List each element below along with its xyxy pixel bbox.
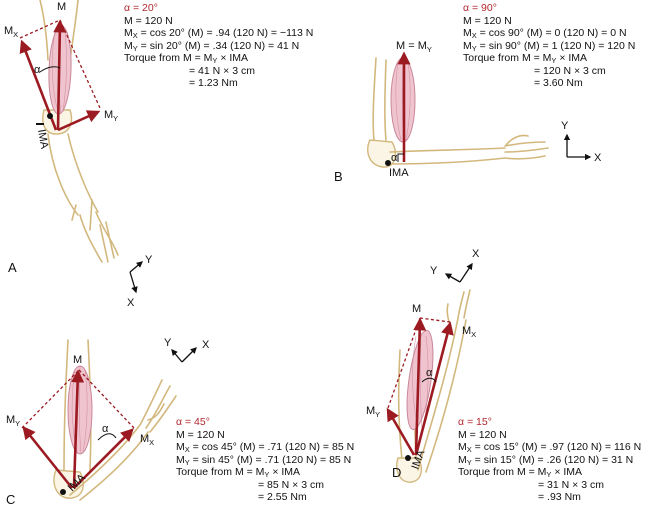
panel-a-equations: α = 20° M = 120 N MX = cos 20° (M) = .94… xyxy=(124,2,313,90)
panel-a-mx-label: MX xyxy=(4,25,18,39)
panel-b-torque-step1: = 120 N × 3 cm xyxy=(534,64,606,77)
panel-a-arm xyxy=(39,0,119,263)
panel-c-equations: α = 45° M = 120 N MX = cos 45° (M) = .71… xyxy=(176,416,354,504)
panel-a-torque-equation: Torque from M = MY × IMA xyxy=(124,52,249,65)
panel-a: M MX MY α IMA Y X A xyxy=(4,0,153,309)
panel-b-m-label: M = MY xyxy=(396,40,432,54)
panel-b-alpha-label: α xyxy=(391,152,398,164)
panel-d-axis-y: Y xyxy=(430,265,438,277)
panel-a-torque-step1: = 41 N × 3 cm xyxy=(189,64,255,77)
panel-c-axes: Y X xyxy=(164,337,210,363)
panel-d-letter: D xyxy=(392,465,401,480)
panel-d-torque-step1: = 31 N × 3 cm xyxy=(538,478,604,491)
panel-d-mx-vector xyxy=(414,321,454,456)
panel-b-mx-equation: MX = cos 90° (M) = 0 (120 N) = 0 N xyxy=(463,27,627,40)
panel-c-m-vector xyxy=(71,369,85,489)
panel-b-vectors xyxy=(385,51,411,166)
panel-b: M = MY α IMA Y X B xyxy=(334,40,602,184)
panel-c-mx-vector xyxy=(73,428,134,489)
panel-c-my-label: MY xyxy=(6,414,20,428)
panel-b-torque-step2: = 3.60 Nm xyxy=(534,77,583,89)
panel-d: M MY MX α IMA Y X D xyxy=(366,248,480,483)
panel-b-axes: Y X xyxy=(561,120,602,164)
panel-a-axis-y: Y xyxy=(145,254,153,266)
panel-d-axes: Y X xyxy=(430,248,480,283)
panel-c-my-equation: MY = sin 45° (M) = .71 (120 N) = 85 N xyxy=(176,453,352,467)
panel-d-equations: α = 15° M = 120 N MX = cos 15° (M) = .97… xyxy=(458,416,641,504)
panel-a-my-equation: MY = sin 20° (M) = .34 (120 N) = 41 N xyxy=(124,39,300,53)
panel-d-torque-step2: = .93 Nm xyxy=(538,491,581,503)
panel-d-my-label: MY xyxy=(366,405,380,419)
panel-c-my-vector xyxy=(22,425,74,489)
panel-a-m-vector xyxy=(53,19,67,131)
panel-d-m-value: M = 120 N xyxy=(458,428,507,441)
panel-b-torque-equation: Torque from M = MY × IMA xyxy=(463,52,588,65)
panel-d-mx-equation: MX = cos 15° (M) = .97 (120 N) = 116 N xyxy=(458,441,642,454)
panel-c-torque-step1: = 85 N × 3 cm xyxy=(258,478,324,491)
panel-c: M MY MX α IMA Y X C xyxy=(6,337,210,507)
panel-c-alpha-value: α = 45° xyxy=(176,416,210,428)
panel-d-m-vector xyxy=(413,317,427,456)
panel-c-alpha-label: α xyxy=(102,423,109,435)
panel-d-my-equation: MY = sin 15° (M) = .26 (120 N) = 31 N xyxy=(458,453,634,467)
panel-c-letter: C xyxy=(6,492,15,507)
panel-c-vectors xyxy=(21,369,135,495)
panel-d-axis-x: X xyxy=(472,248,480,260)
panel-b-equations: α = 90° M = 120 N MX = cos 90° (M) = 0 (… xyxy=(463,2,635,90)
panel-d-my-vector xyxy=(386,407,416,456)
panel-a-m-label: M xyxy=(57,1,66,13)
panel-d-vectors xyxy=(386,317,454,461)
panel-d-alpha-label: α xyxy=(426,367,433,379)
panel-a-alpha-label: α xyxy=(34,64,41,76)
panel-d-torque-equation: Torque from M = MY × IMA xyxy=(458,466,583,479)
panel-a-torque-step2: = 1.23 Nm xyxy=(189,77,238,89)
panel-d-alpha-value: α = 15° xyxy=(458,416,492,428)
panel-c-axis-y: Y xyxy=(164,337,172,349)
panel-a-my-vector xyxy=(57,110,101,132)
panel-b-axis-x: X xyxy=(594,152,602,164)
panel-a-my-label: MY xyxy=(104,109,118,123)
panel-b-axis-y: Y xyxy=(561,120,569,132)
panel-a-mx-equation: MX = cos 20° (M) = .94 (120 N) = −113 N xyxy=(124,27,314,40)
panel-b-alpha-value: α = 90° xyxy=(463,2,497,14)
panel-c-torque-equation: Torque from M = MY × IMA xyxy=(176,466,301,479)
panel-b-letter: B xyxy=(334,169,343,184)
panel-a-vectors xyxy=(19,19,101,132)
panel-c-m-value: M = 120 N xyxy=(176,428,225,441)
panel-d-muscle xyxy=(406,329,434,431)
panel-c-mx-equation: MX = cos 45° (M) = .71 (120 N) = 85 N xyxy=(176,441,355,454)
panel-d-mx-label: MX xyxy=(462,325,476,339)
panel-a-ima-label: IMA xyxy=(35,128,50,150)
panel-c-axis-x: X xyxy=(202,339,210,351)
panel-a-axis-x: X xyxy=(127,297,135,309)
panel-c-m-label: M xyxy=(73,354,82,366)
panel-a-axes: Y X xyxy=(127,254,153,309)
panel-a-m-value: M = 120 N xyxy=(124,14,173,27)
panel-c-torque-step2: = 2.55 Nm xyxy=(258,491,307,503)
panel-d-m-label: M xyxy=(412,303,421,315)
panel-c-mx-label: MX xyxy=(140,433,154,447)
panel-a-alpha-value: α = 20° xyxy=(124,2,158,14)
panel-b-m-value: M = 120 N xyxy=(463,14,512,27)
panel-b-my-equation: MY = sin 90° (M) = 1 (120 N) = 120 N xyxy=(463,39,636,53)
panel-a-letter: A xyxy=(8,260,17,275)
panel-b-ima-label: IMA xyxy=(389,167,409,179)
